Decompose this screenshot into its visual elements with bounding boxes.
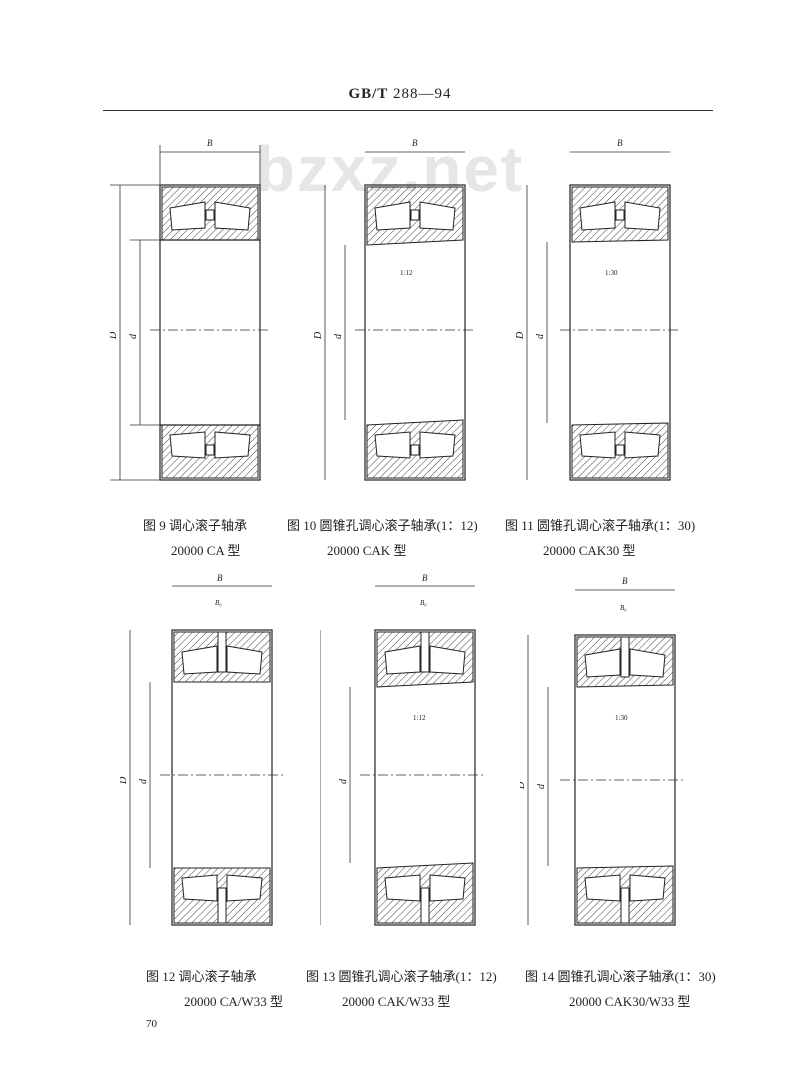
standard-code: GB/T bbox=[348, 86, 389, 102]
svg-text:D: D bbox=[515, 331, 526, 340]
figure-12: B B₀ D d bbox=[120, 570, 300, 935]
svg-text:B₀: B₀ bbox=[420, 599, 427, 607]
figure-10: B 1:12 D d bbox=[310, 130, 490, 490]
figure-caption: 图 11 圆锥孔调心滚子轴承(1：30) 20000 CAK30 型 bbox=[505, 518, 696, 558]
taper-label: 1:30 bbox=[615, 714, 628, 722]
svg-text:B: B bbox=[422, 573, 428, 583]
bearing-drawing: B B₀ 1:30 D d bbox=[520, 576, 685, 926]
standard-number: 288—94 bbox=[393, 86, 452, 102]
bearing-drawing: B 1:12 D d bbox=[313, 138, 475, 481]
figure-caption: 图 13 圆锥孔调心滚子轴承(1：12) 20000 CAK/W33 型 bbox=[306, 969, 497, 1009]
figure-caption: 图 14 圆锥孔调心滚子轴承(1：30) 20000 CAK30/W33 型 bbox=[525, 969, 716, 1009]
dim-D: D bbox=[110, 331, 119, 340]
svg-text:B: B bbox=[217, 573, 223, 583]
bearing-drawing: B B₀ D d bbox=[120, 573, 285, 926]
header-rule bbox=[103, 110, 713, 111]
svg-text:d: d bbox=[333, 333, 344, 339]
svg-text:B: B bbox=[622, 576, 628, 586]
svg-text:D: D bbox=[520, 781, 527, 790]
dim-d: d bbox=[128, 333, 139, 339]
figure-14: B B₀ 1:30 D d bbox=[520, 570, 700, 935]
taper-label: 1:12 bbox=[413, 714, 426, 722]
svg-text:d: d bbox=[138, 778, 149, 784]
taper-label: 1:30 bbox=[605, 269, 618, 277]
bearing-drawing: B 1:30 D d bbox=[515, 138, 680, 481]
svg-text:D: D bbox=[313, 331, 324, 340]
figure-caption: 图 9 调心滚子轴承 20000 CA 型 bbox=[143, 518, 248, 558]
dim-B0: B₀ bbox=[215, 599, 222, 607]
dim-B: B bbox=[207, 138, 213, 148]
svg-text:d: d bbox=[535, 333, 546, 339]
figure-13: B B₀ 1:12 D d bbox=[320, 570, 500, 935]
svg-text:d: d bbox=[536, 783, 547, 789]
svg-text:B₀: B₀ bbox=[620, 604, 627, 612]
svg-text:D: D bbox=[120, 776, 129, 785]
figure-9: B D d bbox=[110, 130, 290, 490]
figure-caption: 图 12 调心滚子轴承 20000 CA/W33 型 bbox=[146, 969, 283, 1009]
figure-caption: 图 10 圆锥孔调心滚子轴承(1：12) 20000 CAK 型 bbox=[287, 518, 478, 558]
bearing-drawing: B B₀ 1:12 D d bbox=[320, 573, 485, 926]
bearing-drawing: B D d bbox=[110, 138, 270, 481]
page-header: GB/T 288—94 bbox=[0, 86, 800, 103]
figure-11: B 1:30 D d bbox=[515, 130, 695, 490]
svg-text:B: B bbox=[617, 138, 623, 148]
taper-label: 1:12 bbox=[400, 269, 413, 277]
svg-text:d: d bbox=[338, 778, 349, 784]
svg-text:B: B bbox=[412, 138, 418, 148]
page-number: 70 bbox=[146, 1018, 157, 1030]
svg-text:D: D bbox=[320, 776, 323, 785]
